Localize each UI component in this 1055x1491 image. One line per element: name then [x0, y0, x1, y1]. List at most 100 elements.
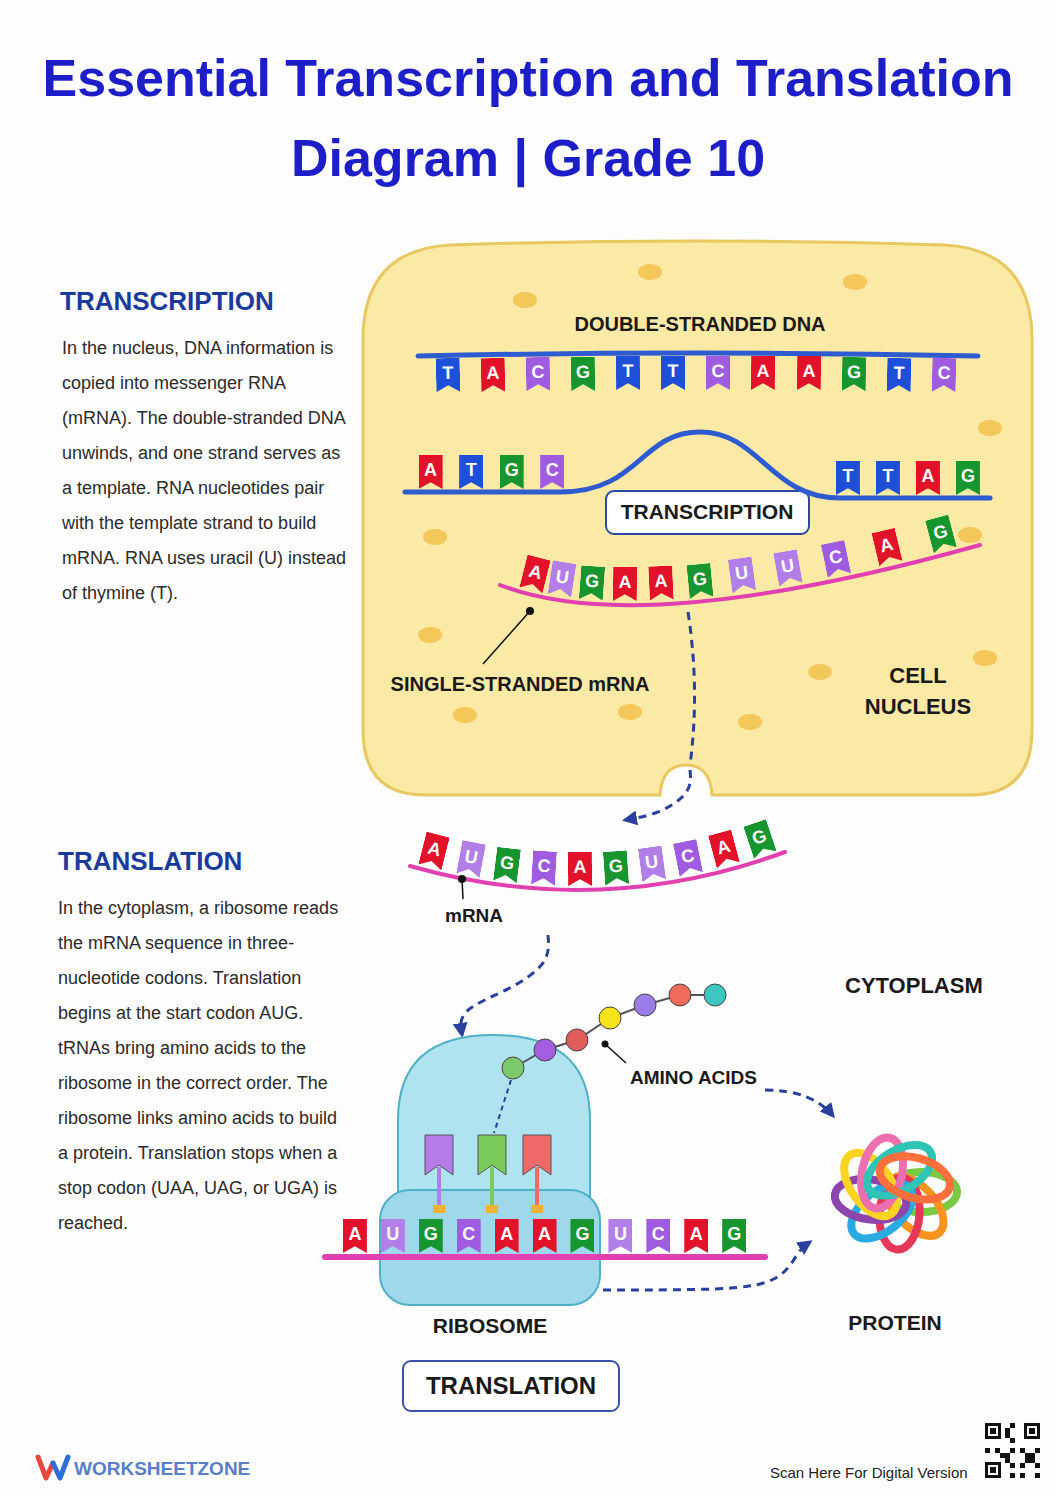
process-label-box: TRANSCRIPTION	[605, 490, 810, 535]
nucleotide-tag: C	[526, 357, 550, 391]
nucleotide-tag: C	[646, 1219, 670, 1253]
nucleotide-tag: A	[419, 455, 443, 489]
nucleotide-tag: U	[381, 1219, 405, 1253]
trna-stem	[490, 1167, 494, 1211]
ribosome-shape	[378, 1035, 603, 1345]
nucleotide-tag: G	[722, 1219, 746, 1253]
section-heading: TRANSCRIPTION	[60, 284, 360, 318]
qr-cell	[1005, 1453, 1010, 1458]
qr-cell	[1025, 1453, 1030, 1458]
nucleotide-tag: A	[480, 357, 505, 391]
qr-cell	[1030, 1453, 1035, 1458]
nucleotide-tag: G	[500, 455, 524, 489]
nucleotide-tag: T	[616, 356, 640, 390]
nucleotide-tag: T	[876, 461, 900, 495]
qr-cell	[1005, 1433, 1010, 1438]
nucleoplasm-dot	[958, 527, 982, 543]
nucleotide-tag: G	[842, 357, 866, 391]
nucleotide-tag: G	[603, 850, 629, 886]
nucleotide-tag: A	[916, 461, 940, 495]
text-label: In the nucleus, DNA information is copie…	[62, 331, 347, 611]
qr-cell	[1010, 1423, 1015, 1428]
nucleoplasm-dot	[513, 292, 537, 308]
mrna-strand	[500, 545, 980, 605]
nucleotide-tag: T	[887, 357, 912, 391]
nucleus-outline	[363, 241, 1032, 795]
ribosome-small-subunit	[380, 1190, 600, 1305]
nucleotide-tag: C	[531, 850, 557, 885]
nucleotide-tag: A	[343, 1219, 367, 1253]
nucleoplasm-dot	[618, 704, 642, 720]
nucleotide-tag: G	[925, 514, 957, 553]
nucleotide-tag: U	[547, 561, 576, 598]
anticodon	[486, 1205, 498, 1213]
leader-dot	[602, 1041, 609, 1048]
nucleoplasm-dot	[843, 274, 867, 290]
nucleotide-tag: A	[519, 555, 551, 594]
protein-shape	[810, 1110, 980, 1340]
protein: PROTEIN	[810, 1110, 980, 1340]
qr-cell	[1035, 1448, 1040, 1453]
nucleoplasm-dot	[423, 529, 447, 545]
node-label: DOUBLE-STRANDED DNA	[530, 312, 870, 337]
leader-line	[462, 879, 463, 899]
qr-cell	[1030, 1458, 1035, 1463]
section-heading: TRANSLATION	[58, 844, 358, 878]
anticodon	[531, 1205, 543, 1213]
node-label: CELL NUCLEUS	[853, 660, 983, 722]
text-label: In the cytoplasm, a ribosome reads the m…	[58, 891, 343, 1241]
nucleotide-tag: T	[836, 461, 860, 495]
ribosome: RIBOSOME	[378, 1035, 603, 1345]
leader-dot	[526, 607, 534, 615]
node-label: TRANSLATION	[426, 1372, 596, 1401]
qr-cell	[1020, 1473, 1025, 1478]
nucleoplasm-dot	[453, 707, 477, 723]
nucleoplasm-dot	[738, 714, 762, 730]
nucleotide-tag: U	[608, 1219, 632, 1253]
nucleoplasm-dot	[973, 650, 997, 666]
nucleotide-tag: U	[773, 549, 803, 587]
nucleotide-tag: C	[706, 356, 730, 390]
nucleotide-tag: U	[638, 845, 666, 882]
section-heading: AMINO ACIDS	[630, 1065, 790, 1091]
node-label: SINGLE-STRANDED mRNA	[370, 672, 670, 697]
nucleotide-tag: T	[661, 356, 685, 390]
nucleotide-tag: A	[613, 567, 637, 601]
nucleotide-tag: G	[956, 461, 980, 495]
node-label: TRANSCRIPTION	[621, 499, 794, 524]
nucleotide-tag: G	[687, 562, 714, 598]
nucleotide-tag: G	[571, 356, 595, 390]
nucleotide-tag: A	[796, 356, 820, 390]
node-label: RIBOSOME	[380, 1313, 600, 1339]
trna-link	[494, 1080, 511, 1133]
qr-cell	[985, 1448, 990, 1453]
qr-cell	[1000, 1453, 1005, 1458]
nucleotide-tag: U	[456, 840, 486, 878]
qr-code	[985, 1423, 1040, 1478]
qr-cell	[1010, 1448, 1015, 1453]
nucleoplasm-dot	[808, 664, 832, 680]
nucleotide-tag: G	[493, 846, 521, 883]
mrna-strand	[325, 1254, 765, 1260]
nucleotide-tag: G	[419, 1219, 443, 1253]
nucleotide-tag: A	[684, 1219, 708, 1253]
nucleotide-tag: C	[540, 455, 564, 489]
qr-cell	[1035, 1473, 1040, 1478]
qr-cell	[1020, 1463, 1025, 1468]
protein-fold	[875, 1149, 955, 1207]
trna-stem	[535, 1167, 539, 1211]
fold-arrow	[765, 1090, 833, 1116]
nucleotide-tag: T	[435, 358, 460, 392]
node-label: mRNA	[445, 904, 503, 928]
qr-cell	[1005, 1458, 1010, 1463]
nucleotide-tag: U	[728, 557, 756, 594]
section-heading: WORKSHEETZONE	[74, 1456, 274, 1482]
page-title: Essential Transcription and Translation …	[38, 38, 1018, 198]
nucleotide-tag: A	[648, 566, 674, 601]
nucleotide-tag: G	[743, 819, 777, 859]
leader-line	[483, 611, 530, 664]
nucleotide-tag: T	[459, 455, 483, 489]
